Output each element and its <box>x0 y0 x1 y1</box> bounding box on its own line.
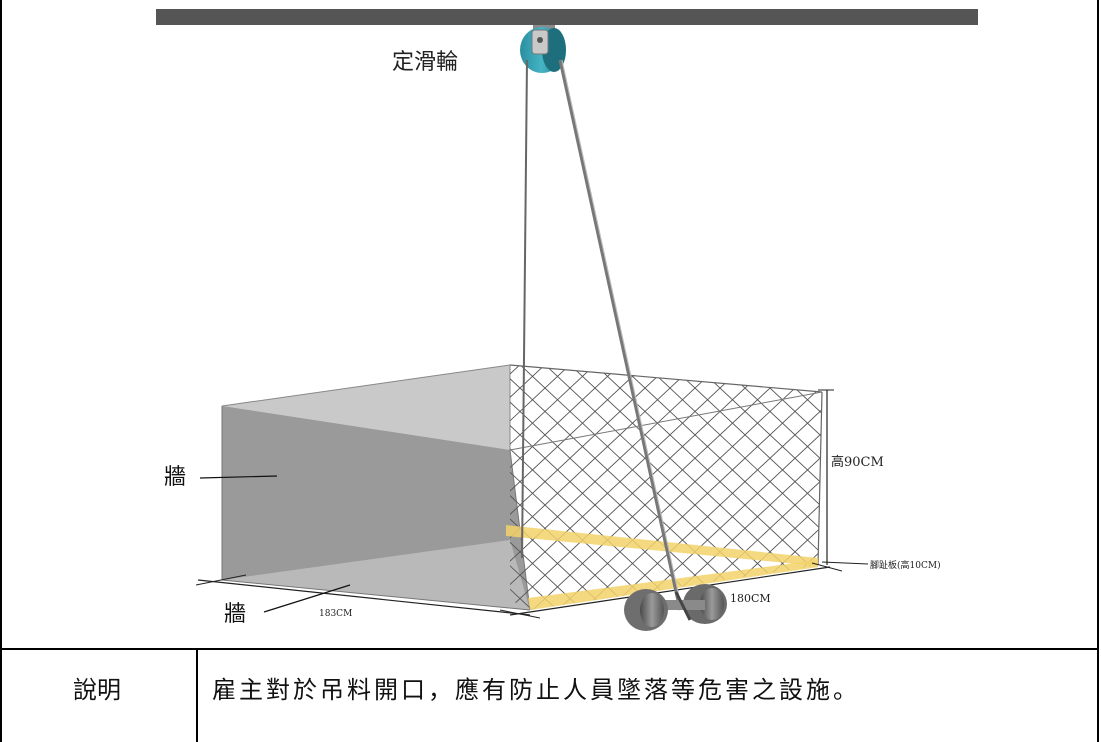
wall-label-side: 牆 <box>164 465 186 490</box>
rope-right <box>558 59 682 611</box>
overhead-beam <box>156 9 978 25</box>
table-description-cell: 雇主對於吊料開口，應有防止人員墜落等危害之設施。 <box>212 676 860 704</box>
table-row-divider <box>0 648 1099 650</box>
wall-label-floor: 牆 <box>224 602 246 627</box>
fall-protection-diagram: 定滑輪 高90CM 腳趾板(高10 <box>156 9 978 631</box>
wall-top <box>222 365 510 450</box>
wall-floor <box>222 540 530 610</box>
width-label-left: 183CM <box>319 609 352 619</box>
toeboard-label: 腳趾板(高10CM) <box>870 559 941 571</box>
width-label-right: 180CM <box>730 592 771 605</box>
winch-reel-icon <box>624 584 727 631</box>
table-border-right <box>1097 0 1099 742</box>
table-column-divider <box>196 648 198 742</box>
safety-net <box>510 365 822 610</box>
toeboard-front <box>528 560 818 610</box>
dimension-line-right <box>509 566 831 616</box>
table-border-left <box>0 0 2 742</box>
table-label-cell: 說明 <box>73 676 121 704</box>
rope-left <box>521 59 528 559</box>
height-label: 高90CM <box>831 454 884 470</box>
pulley-label: 定滑輪 <box>392 50 458 75</box>
dimension-line-left <box>197 579 531 616</box>
toeboard-back <box>506 525 818 566</box>
fixed-pulley-icon <box>520 25 566 73</box>
